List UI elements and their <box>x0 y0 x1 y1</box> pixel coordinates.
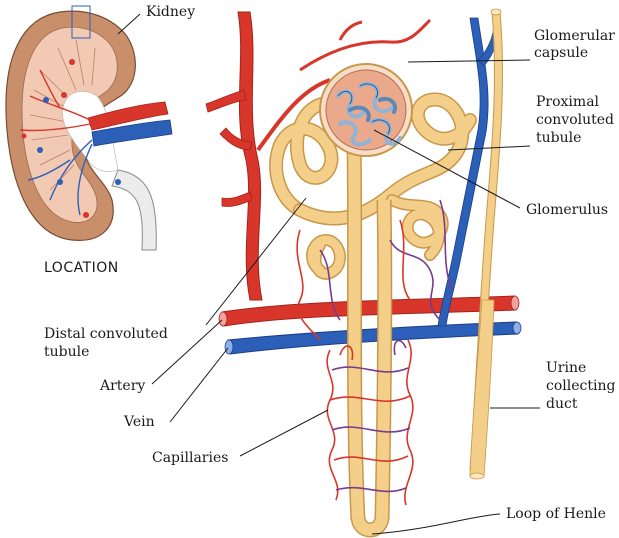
vein-label: Vein <box>123 414 155 430</box>
loop-of-henle-leader <box>372 514 500 534</box>
kidney-label: Kidney <box>146 4 195 20</box>
loop-of-henle-label: Loop of Henle <box>506 506 606 522</box>
glomerular-capsule-label: Glomerular capsule <box>534 28 619 61</box>
artery-cut-left <box>219 312 227 326</box>
collecting-duct-label: Urine collecting duct <box>546 360 619 412</box>
loop-of-henle-descending-fill <box>354 140 358 520</box>
afferent-artery <box>238 12 262 300</box>
capillaries-leader <box>240 410 328 456</box>
glomerulus-label: Glomerulus <box>526 202 608 218</box>
arteriole-2 <box>300 20 430 70</box>
vein-cut-left <box>225 340 233 354</box>
nephron: Glomerular capsule Proximal convoluted t… <box>44 9 619 534</box>
collecting-duct-top <box>491 9 501 15</box>
distal-tubule-label: Distal convoluted tubule <box>44 326 172 360</box>
location-label: LOCATION <box>44 260 119 276</box>
vein-cut-right <box>513 322 521 334</box>
horizontal-artery <box>222 296 516 326</box>
loop-of-henle-ascending-fill <box>382 200 385 520</box>
artery-label: Artery <box>99 378 145 394</box>
capillaries-label: Capillaries <box>152 450 228 466</box>
collecting-duct-bottom <box>470 473 484 479</box>
kidney-leader <box>118 14 140 34</box>
arteriole-3 <box>340 22 362 40</box>
loop-of-henle-bend-fill <box>358 518 382 530</box>
glomerular-capsule-leader <box>408 60 530 62</box>
proximal-tubule-label: Proximal convoluted tubule <box>536 94 618 146</box>
kidney-inset: Kidney LOCATION <box>6 4 195 276</box>
horizontal-vein <box>228 322 518 354</box>
artery-cut-right <box>511 296 519 310</box>
